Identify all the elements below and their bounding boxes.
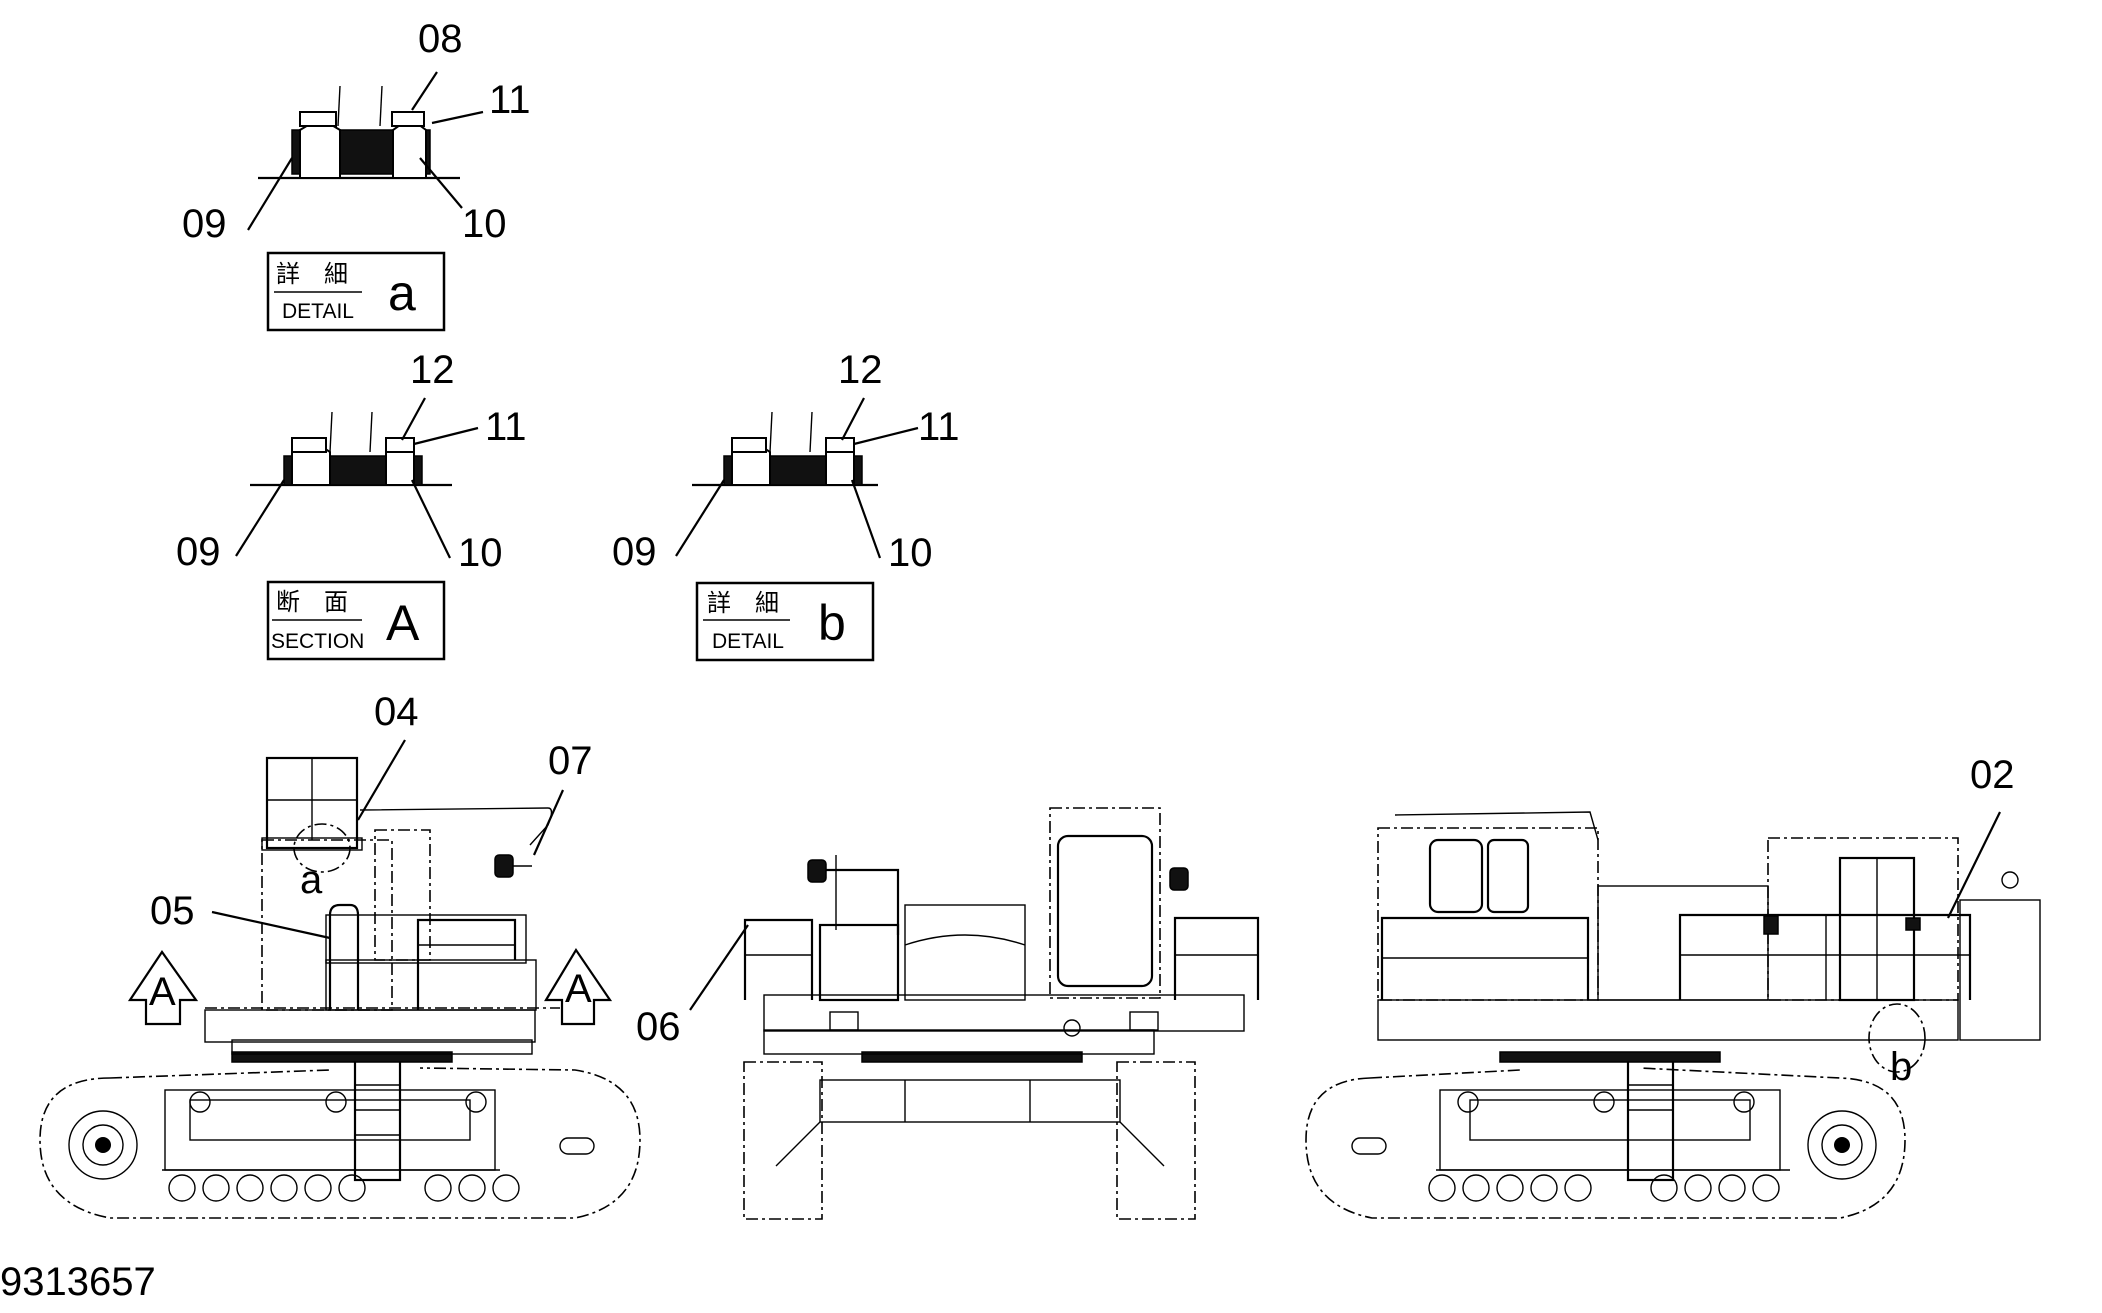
part-label-10: 10	[888, 531, 933, 575]
part-label-07: 07	[548, 739, 593, 783]
section-a-kanji: 断 面	[276, 589, 348, 616]
detail-a-title-box: 詳 細 DETAIL a	[266, 251, 446, 332]
part-label-09: 09	[182, 202, 227, 246]
machine-right-side-view	[1305, 811, 2041, 1219]
document-number: 9313657	[0, 1260, 156, 1304]
part-label-10: 10	[462, 202, 507, 246]
section-a-letter: A	[386, 595, 420, 651]
section-a-drawing	[235, 397, 479, 559]
part-label-04: 04	[374, 690, 419, 734]
part-label-12: 12	[838, 348, 883, 392]
detail-a-drawing	[247, 71, 484, 231]
detail-b-kanji: 詳 細	[707, 590, 779, 617]
machine-left-side-view	[39, 739, 641, 1219]
detail-b-drawing	[675, 397, 919, 559]
part-label-12: 12	[410, 348, 455, 392]
part-label-11: 11	[485, 405, 527, 449]
part-label-02: 02	[1970, 753, 2015, 797]
detail-a-ref: a	[300, 858, 323, 902]
section-arrow-right-label: A	[565, 967, 592, 1011]
detail-a-kanji: 詳 細	[276, 261, 348, 288]
part-label-09: 09	[176, 530, 221, 574]
part-label-05: 05	[150, 889, 195, 933]
detail-b-title-box: 詳 細 DETAIL b	[695, 581, 875, 662]
detail-b-letter: b	[818, 595, 846, 651]
section-a-title-box: 断 面 SECTION A	[266, 580, 446, 661]
part-label-10: 10	[458, 531, 503, 575]
track-rollers-left	[168, 1174, 520, 1202]
part-label-11: 11	[918, 405, 960, 449]
section-arrow-left-label: A	[149, 970, 176, 1014]
part-label-08: 08	[418, 17, 463, 61]
part-label-06: 06	[636, 1005, 681, 1049]
detail-a-letter: a	[388, 265, 416, 321]
detail-b-word: DETAIL	[712, 630, 784, 653]
machine-front-view	[689, 807, 1260, 1220]
part-label-09: 09	[612, 530, 657, 574]
detail-a-word: DETAIL	[282, 300, 354, 323]
part-label-11: 11	[489, 78, 531, 122]
section-a-word: SECTION	[271, 630, 364, 653]
detail-b-ref: b	[1890, 1045, 1912, 1089]
track-rollers-right	[1428, 1174, 1780, 1202]
